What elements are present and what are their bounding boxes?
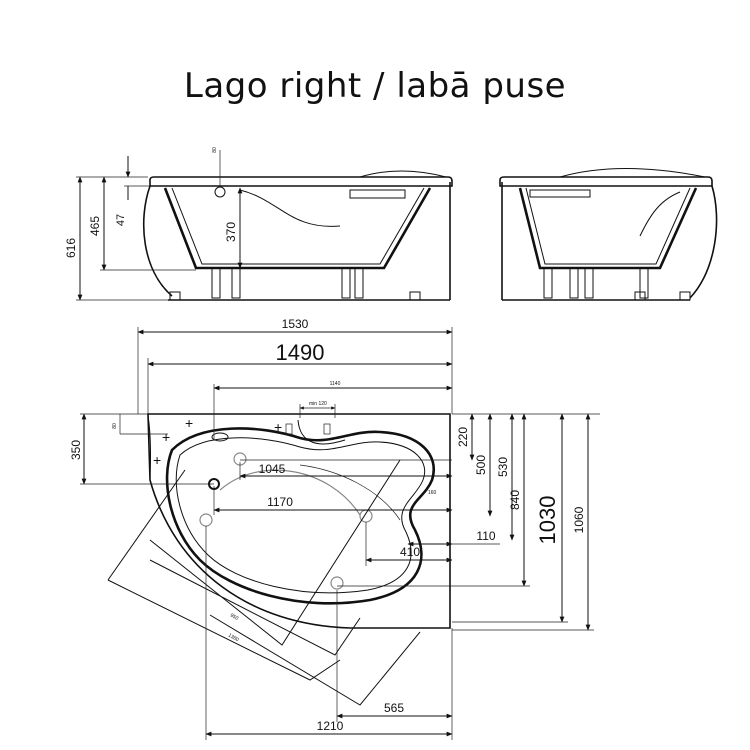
- dim-diag-b: 1380: [227, 633, 240, 644]
- dim-min120: min 120: [309, 401, 327, 407]
- dim-840: 840: [508, 490, 522, 510]
- dim-diag-a: 950: [229, 613, 239, 622]
- dim-465: 465: [88, 216, 102, 236]
- plan-view: + + + + min 120 950 1380 1530 1490 1140 …: [69, 317, 600, 740]
- svg-text:+: +: [162, 429, 170, 445]
- drawing-title: Lago right / labā puse: [183, 66, 567, 106]
- dim-overflow: 80: [212, 147, 218, 153]
- dim-1060: 1060: [572, 506, 586, 533]
- dim-565: 565: [384, 701, 404, 715]
- dim-1210: 1210: [317, 719, 344, 733]
- svg-text:+: +: [185, 415, 193, 431]
- dim-1490: 1490: [276, 340, 325, 365]
- svg-text:+: +: [274, 419, 282, 435]
- dim-80: 80: [112, 423, 118, 429]
- front-elevation: 616 465 47 370 80: [64, 147, 453, 301]
- dim-1170: 1170: [267, 495, 293, 509]
- dim-160: 160: [428, 490, 437, 496]
- dim-350: 350: [69, 440, 83, 460]
- dim-1530: 1530: [282, 317, 309, 331]
- dim-500: 500: [474, 455, 488, 475]
- side-elevation: [499, 168, 718, 301]
- dim-370: 370: [224, 222, 238, 242]
- dim-616: 616: [64, 238, 78, 258]
- dim-530: 530: [496, 457, 510, 477]
- dim-1140: 1140: [330, 381, 341, 387]
- dim-220: 220: [456, 427, 470, 447]
- dim-410: 410: [400, 545, 420, 559]
- dim-110: 110: [476, 529, 495, 543]
- dim-1045: 1045: [259, 462, 286, 476]
- svg-text:+: +: [153, 452, 161, 468]
- dim-47: 47: [115, 214, 127, 226]
- dim-1030: 1030: [535, 496, 560, 545]
